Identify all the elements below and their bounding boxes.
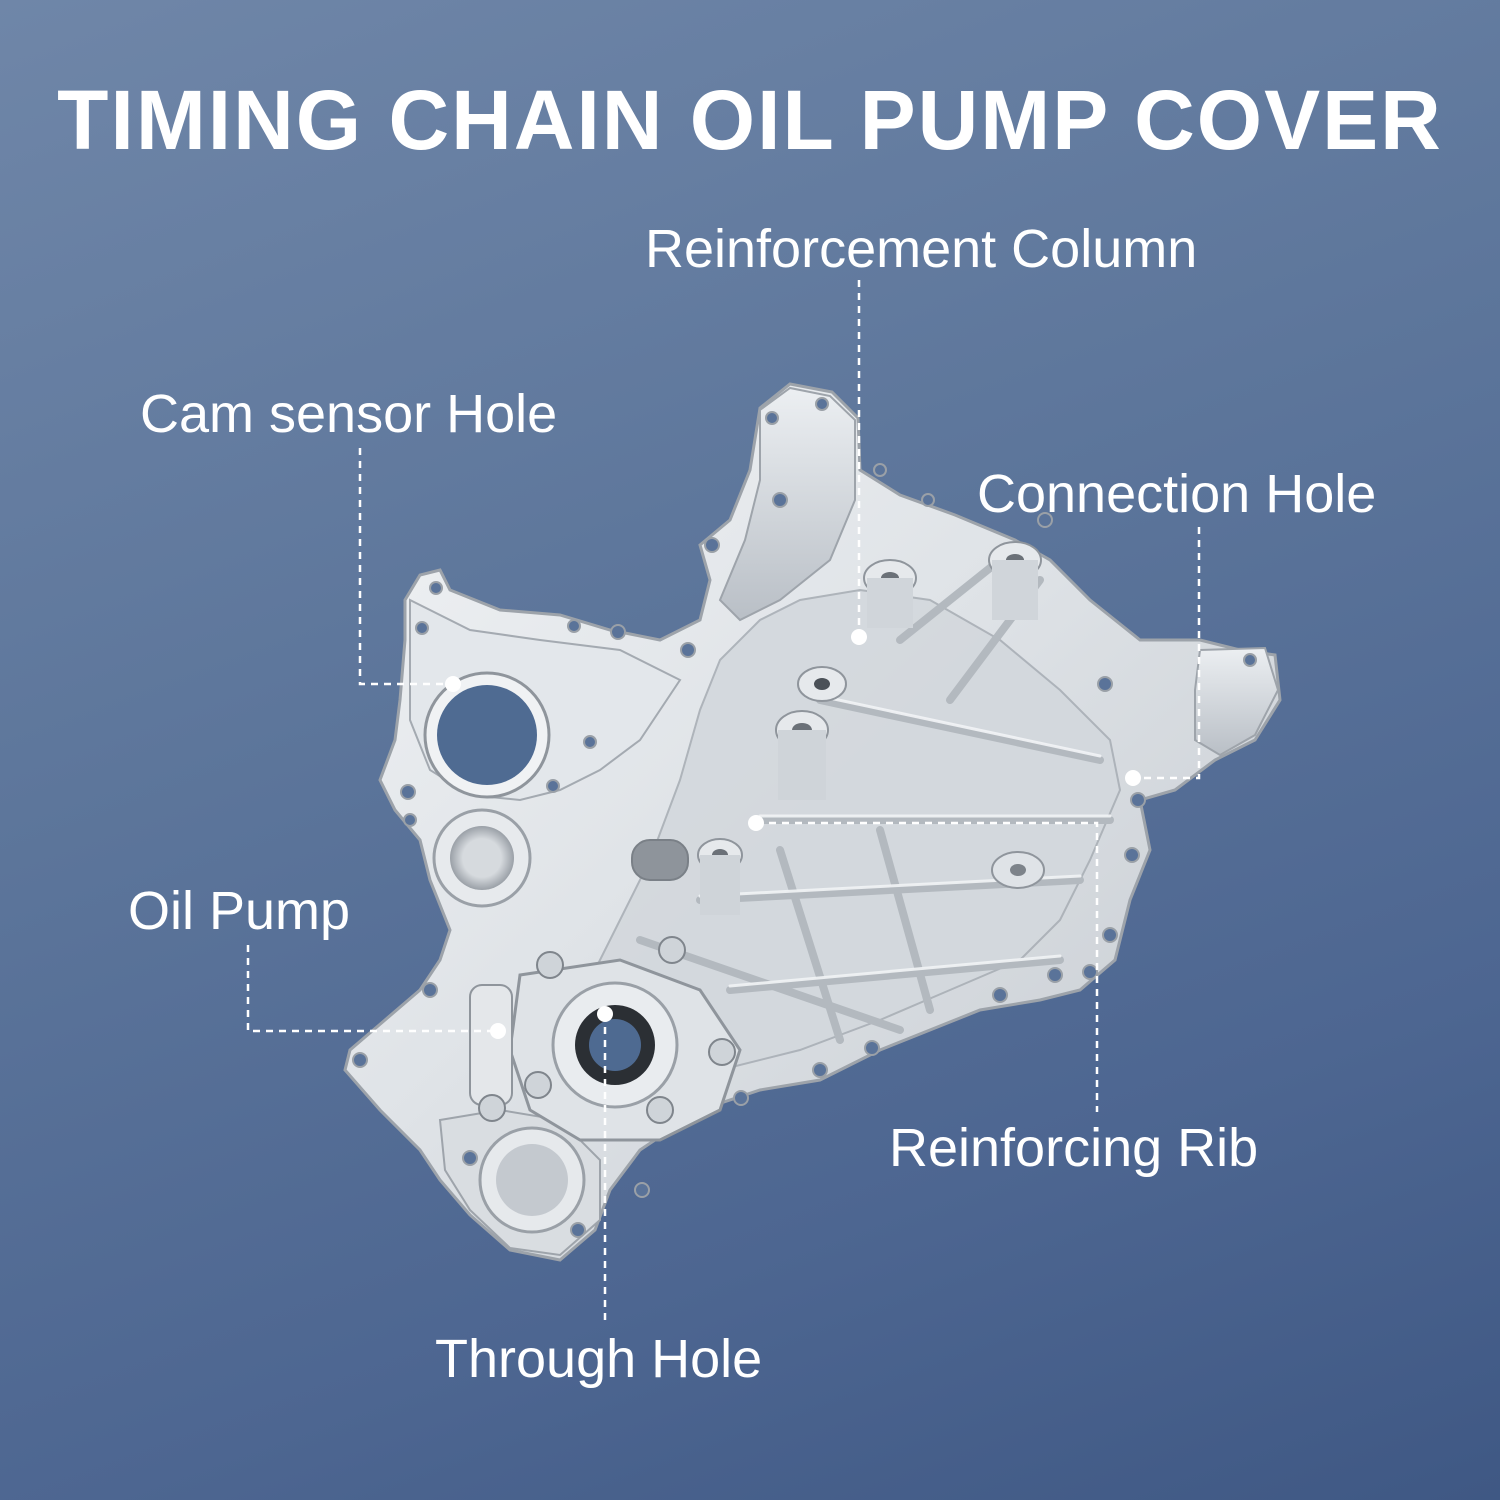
cam-sensor-hole <box>423 671 551 799</box>
dot-reinforcement-column <box>851 629 867 645</box>
callout-reinforcement-column: Reinforcement Column <box>645 219 1198 279</box>
dot-oil-pump <box>490 1023 506 1039</box>
oil-pump <box>469 936 742 1142</box>
perimeter-bolt-holes <box>352 397 1257 1238</box>
dot-reinforcing-rib <box>748 815 764 831</box>
callout-connection-hole: Connection Hole <box>977 464 1377 524</box>
page-title: TIMING CHAIN OIL PUMP COVER <box>57 73 1443 167</box>
callout-cam-sensor-hole: Cam sensor Hole <box>140 384 558 444</box>
dot-cam-sensor-hole <box>445 676 461 692</box>
through-hole <box>478 1126 586 1234</box>
callout-oil-pump: Oil Pump <box>128 881 351 941</box>
callout-reinforcing-rib: Reinforcing Rib <box>889 1118 1259 1178</box>
leader-oil-pump <box>246 945 498 1033</box>
dot-connection-hole <box>1125 770 1141 786</box>
leader-connection-hole <box>1133 527 1201 780</box>
dot-through-hole <box>597 1006 613 1022</box>
reinforcement-columns <box>631 541 1045 915</box>
leader-cam-sensor-hole <box>358 448 451 686</box>
seal-boss <box>432 808 532 908</box>
callout-through-hole: Through Hole <box>435 1329 763 1389</box>
leader-reinforcing-rib <box>756 821 1099 1112</box>
leader-dots <box>445 629 1141 1039</box>
leader-lines <box>246 280 1201 1322</box>
